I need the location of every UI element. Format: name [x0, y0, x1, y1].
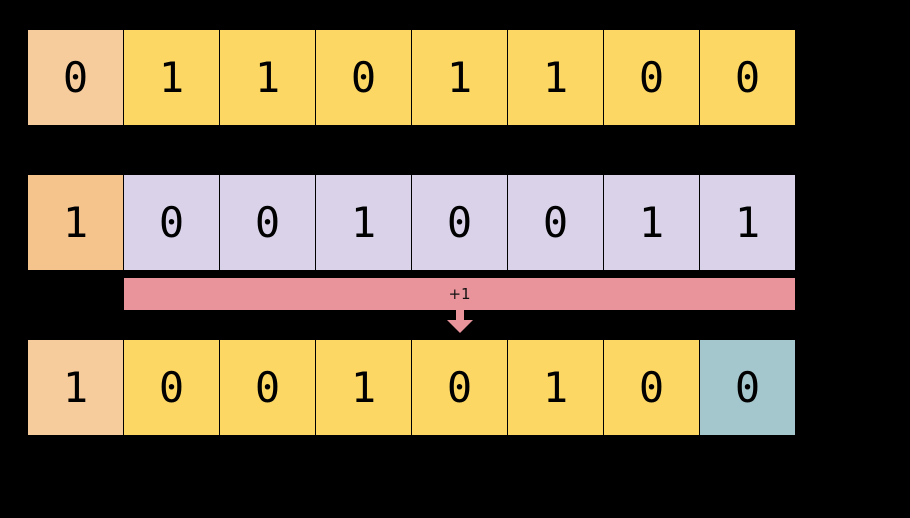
bit-cell-sign-bit-0: 1 [28, 340, 124, 435]
bit-cell-sign-bit-0: 1 [28, 175, 124, 270]
operation-label: +1 [448, 284, 471, 303]
bit-cell-magnitude-bit-1: 1 [124, 30, 220, 125]
bit-cell-magnitude-bit-2: 0 [220, 340, 316, 435]
bit-cell-magnitude-bit-5: 1 [508, 30, 604, 125]
bit-cell-highlight-bit-7: 0 [700, 340, 795, 435]
bit-cell-magnitude-bit-2: 1 [220, 30, 316, 125]
bit-cell-magnitude-bit-5: 0 [508, 175, 604, 270]
bit-cell-magnitude-bit-1: 0 [124, 340, 220, 435]
bit-cell-magnitude-bit-2: 0 [220, 175, 316, 270]
operation-band: +1 [124, 278, 795, 310]
bit-cell-magnitude-bit-3: 0 [316, 30, 412, 125]
bit-cell-magnitude-bit-7: 0 [700, 30, 795, 125]
bit-cell-magnitude-bit-7: 1 [700, 175, 795, 270]
bit-cell-magnitude-bit-6: 1 [604, 175, 700, 270]
bit-cell-magnitude-bit-4: 1 [412, 30, 508, 125]
bit-cell-magnitude-bit-1: 0 [124, 175, 220, 270]
bit-cell-magnitude-bit-6: 0 [604, 340, 700, 435]
bit-cell-magnitude-bit-6: 0 [604, 30, 700, 125]
bit-cell-magnitude-bit-5: 1 [508, 340, 604, 435]
bit-cell-sign-bit-0: 0 [28, 30, 124, 125]
bit-cell-magnitude-bit-3: 1 [316, 340, 412, 435]
bit-cell-magnitude-bit-3: 1 [316, 175, 412, 270]
arrow-down-icon [446, 308, 474, 334]
bit-cell-magnitude-bit-4: 0 [412, 175, 508, 270]
bit-cell-magnitude-bit-4: 0 [412, 340, 508, 435]
